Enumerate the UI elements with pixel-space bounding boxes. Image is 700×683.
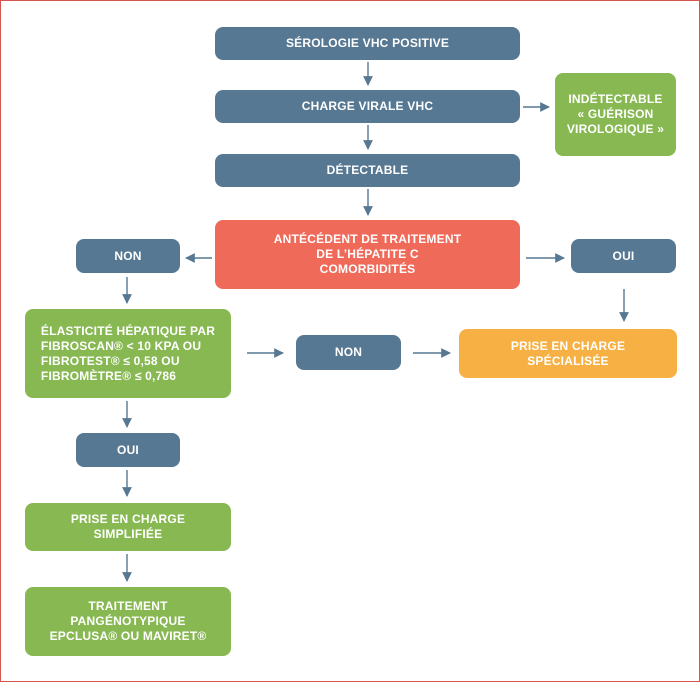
node-prise-en-charge-simplifiee: PRISE EN CHARGE SIMPLIFIÉE	[25, 503, 231, 551]
node-non-left-label: NON	[114, 248, 142, 263]
node-indetectable-label: INDÉTECTABLE « GUÉRISON VIROLOGIQUE »	[566, 92, 665, 136]
node-charge-virale-label: CHARGE VIRALE VHC	[301, 99, 434, 113]
node-oui-left-label: OUI	[117, 442, 139, 457]
node-non-middle-label: NON	[334, 345, 363, 359]
node-traitement-label: TRAITEMENT PANGÉNOTYPIQUE EPCLUSA® OU MA…	[49, 599, 207, 643]
node-elasticite-label: ÉLASTICITÉ HÉPATIQUE PAR FIBROSCAN® < 10…	[40, 323, 216, 383]
node-oui-left: OUI	[76, 433, 180, 467]
node-serologie-label: SÉROLOGIE VHC POSITIVE	[285, 36, 450, 50]
node-antecedent-label: ANTÉCÉDENT DE TRAITEMENT DE L’HÉPATITE C…	[273, 232, 462, 276]
node-indetectable: INDÉTECTABLE « GUÉRISON VIROLOGIQUE »	[555, 73, 676, 156]
node-non-left: NON	[76, 239, 180, 273]
node-prise-en-charge-specialisee: PRISE EN CHARGE SPÉCIALISÉE	[459, 329, 677, 378]
node-oui-right: OUI	[571, 239, 676, 273]
node-non-middle: NON	[296, 335, 401, 370]
node-antecedent-traitement: ANTÉCÉDENT DE TRAITEMENT DE L’HÉPATITE C…	[215, 220, 520, 289]
node-detectable-label: DÉTECTABLE	[326, 163, 409, 177]
node-oui-right-label: OUI	[612, 248, 635, 263]
node-serologie-vhc-positive: SÉROLOGIE VHC POSITIVE	[215, 27, 520, 60]
node-charge-virale-vhc: CHARGE VIRALE VHC	[215, 90, 520, 123]
node-prise-specialisee-label: PRISE EN CHARGE SPÉCIALISÉE	[510, 338, 626, 368]
node-traitement-pangenotypique: TRAITEMENT PANGÉNOTYPIQUE EPCLUSA® OU MA…	[25, 587, 231, 656]
node-detectable: DÉTECTABLE	[215, 154, 520, 187]
node-prise-simplifiee-label: PRISE EN CHARGE SIMPLIFIÉE	[70, 512, 186, 541]
node-elasticite-hepatique: ÉLASTICITÉ HÉPATIQUE PAR FIBROSCAN® < 10…	[25, 309, 231, 398]
